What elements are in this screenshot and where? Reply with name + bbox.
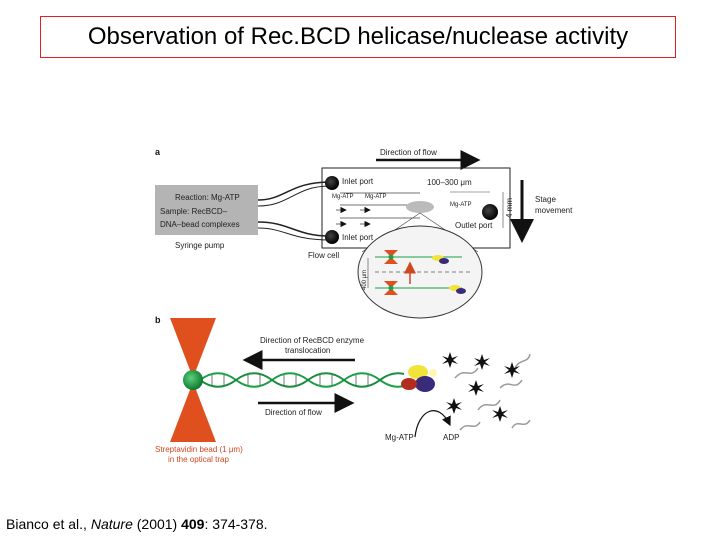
optical-trap-laser-top — [170, 318, 216, 378]
stage-movement-label-2: movement — [535, 206, 573, 215]
tube-top-2 — [257, 185, 331, 207]
inset-bead-bottom — [388, 285, 394, 291]
panel-b-letter: b — [155, 315, 161, 325]
tube-top-1 — [257, 181, 331, 201]
recbcd-enzyme-icon — [401, 365, 437, 392]
reaction-label: Reaction: Mg-ATP — [175, 193, 240, 202]
citation: Bianco et al., Nature (2001) 409: 374-37… — [6, 516, 268, 532]
outlet-port-label: Outlet port — [455, 221, 493, 230]
inlet-port-bottom-icon — [325, 230, 339, 244]
depth-label: 4 mm — [505, 198, 514, 218]
mg-atp-label-b: Mg-ATP — [385, 433, 414, 442]
tube-bottom-2 — [257, 227, 331, 241]
inlet-port-top-icon — [325, 176, 339, 190]
slide-title: Observation of Rec.BCD helicase/nuclease… — [87, 23, 629, 50]
citation-pages: : 374-378. — [204, 516, 268, 532]
panel-a-letter: a — [155, 147, 161, 157]
inset-laser-top — [384, 250, 398, 257]
tube-bottom-1 — [257, 221, 331, 237]
inset-laser-top-2 — [384, 257, 398, 264]
inset-enzyme-top — [432, 255, 449, 264]
syringe-sample-box — [155, 185, 258, 235]
stage-movement-label-1: Stage — [535, 195, 556, 204]
citation-authors: Bianco et al., — [6, 516, 91, 532]
inset-enzyme-bottom — [449, 285, 466, 294]
mg-atp-label-1: Mg-ATP — [332, 194, 354, 200]
inlet-port-top-label: Inlet port — [342, 177, 374, 186]
sample-label-2: DNA–bead complexes — [160, 220, 240, 229]
outlet-port-icon — [482, 204, 498, 220]
enzyme-direction-label-1: Direction of RecBCD enzyme — [260, 336, 365, 345]
inset-laser-bottom — [384, 281, 398, 288]
panel-a-direction-of-flow: Direction of flow — [380, 148, 437, 157]
citation-journal: Nature — [90, 516, 133, 532]
mg-atp-label-2: Mg-ATP — [365, 194, 387, 200]
syringe-pump-label: Syringe pump — [175, 241, 225, 250]
inset-bead-top — [388, 254, 394, 260]
adp-label: ADP — [443, 433, 459, 442]
panel-b-direction-of-flow: Direction of flow — [265, 408, 322, 417]
dna-base-pairs — [211, 375, 369, 385]
enzyme-direction-label-2: translocation — [285, 346, 330, 355]
inlet-port-bottom-label: Inlet port — [342, 233, 374, 242]
channel-width-label: 100–300 μm — [427, 178, 472, 187]
citation-volume: 409 — [181, 516, 205, 532]
citation-year: (2001) — [132, 516, 182, 532]
inset-scale-label: 400 μm — [362, 270, 368, 290]
flow-cell-label: Flow cell — [308, 251, 339, 260]
slide-title-box: Observation of Rec.BCD helicase/nuclease… — [40, 16, 676, 58]
streptavidin-bead — [183, 370, 203, 390]
fluorescent-dye-icons — [442, 352, 520, 422]
optical-trap-laser-bottom — [170, 382, 216, 442]
ssdna-fragments — [454, 353, 531, 431]
mg-atp-label-3: Mg-ATP — [450, 202, 472, 208]
bead-caption-2: in the optical trap — [168, 455, 229, 464]
sample-label-1: Sample: RecBCD– — [160, 207, 228, 216]
atp-hydrolysis-arrow — [414, 410, 451, 438]
dna-strand-2 — [199, 372, 405, 388]
junction-region — [406, 201, 434, 213]
bead-caption-1: Streptavidin bead (1 μm) — [155, 445, 243, 454]
inset-laser-bottom-2 — [384, 288, 398, 295]
